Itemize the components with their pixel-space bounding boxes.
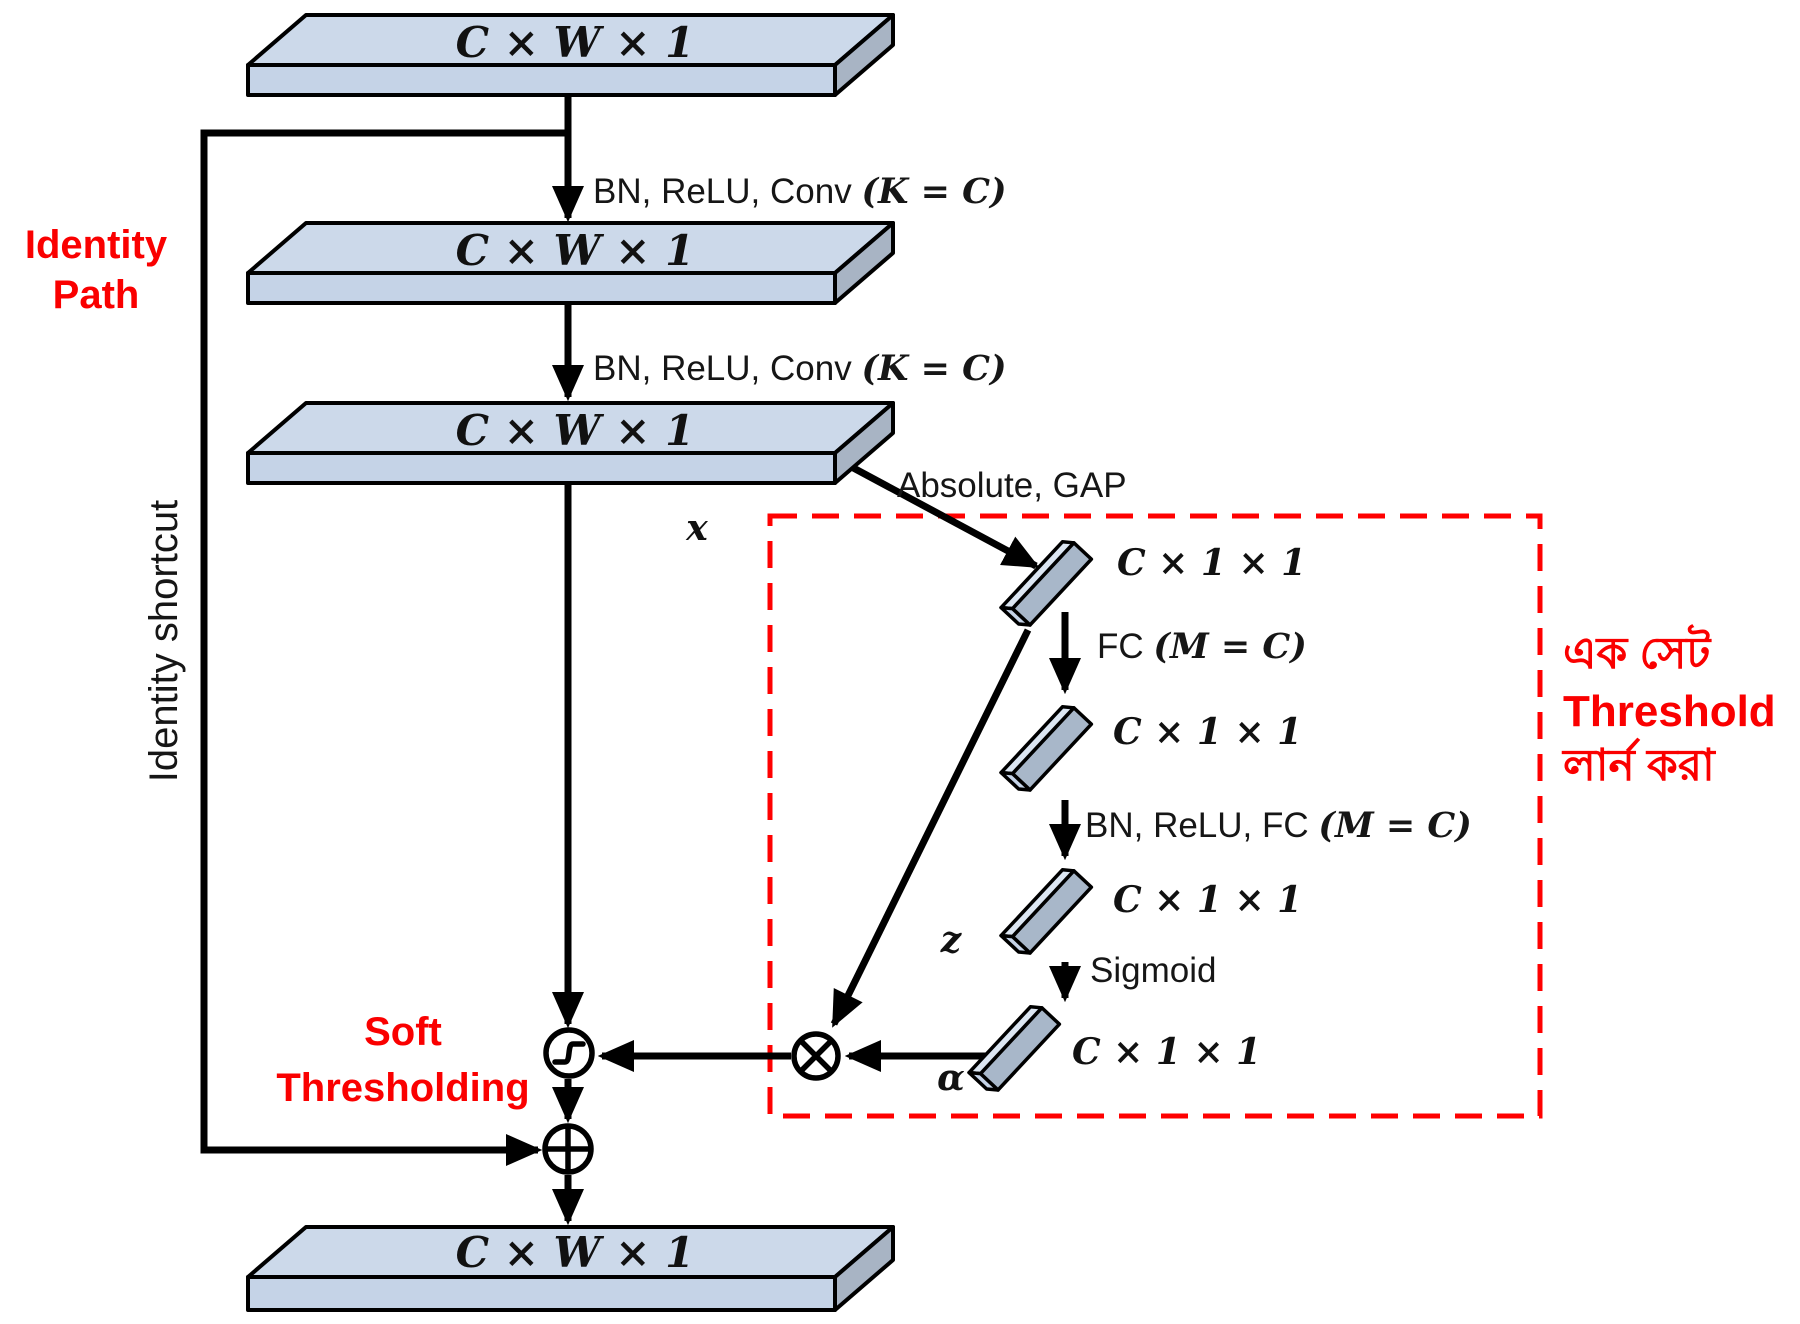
conv2-label-math: (K = C) xyxy=(861,348,1006,389)
arrow-gap-to-multiply xyxy=(830,628,1032,1028)
multiply-node xyxy=(791,1031,841,1081)
hidden-slab-1: C × W × 1 xyxy=(246,221,895,305)
fc1-tensor-bar xyxy=(999,699,1094,797)
threshold-learning-box xyxy=(767,513,1543,1119)
soft-thresholding-label-line1: Soft xyxy=(364,1010,442,1054)
flow-arrows xyxy=(200,93,1082,1226)
absolute-gap-label: Absolute, GAP xyxy=(897,466,1127,505)
z-tensor-label: C × 1 × 1 xyxy=(1113,879,1302,921)
threshold-note-line3: লার্ন করা xyxy=(1561,737,1717,790)
soft-thresholding-label-line2: Thresholding xyxy=(276,1066,529,1110)
fc2-label-text: BN, ReLU, FC xyxy=(1085,806,1318,845)
fc1-label-text: FC xyxy=(1097,627,1153,666)
alpha-tensor-label: C × 1 × 1 xyxy=(1072,1031,1261,1073)
identity-shortcut-label: Identity shortcut xyxy=(142,500,186,782)
add-node xyxy=(542,1123,594,1175)
fc2-label-math: (M = C) xyxy=(1318,805,1471,846)
input-slab: C × W × 1 xyxy=(246,13,895,97)
fc2-label: BN, ReLU, FC (M = C) xyxy=(1085,805,1472,846)
soft-threshold-icon xyxy=(552,1041,586,1065)
conv1-label-text: BN, ReLU, Conv xyxy=(593,172,861,211)
fc1-tensor-label: C × 1 × 1 xyxy=(1113,711,1302,753)
alpha-variable-label: α xyxy=(937,1057,965,1099)
z-tensor-bar xyxy=(999,862,1094,960)
fc1-label: FC (M = C) xyxy=(1097,626,1307,667)
conv2-label: BN, ReLU, Conv (K = C) xyxy=(593,348,1007,389)
threshold-note-line2: Threshold xyxy=(1563,687,1776,736)
conv1-label-math: (K = C) xyxy=(861,171,1006,212)
identity-shortcut-line xyxy=(200,129,568,1167)
x-variable-label: x xyxy=(685,507,708,549)
conv1-label: BN, ReLU, Conv (K = C) xyxy=(593,171,1007,212)
plus-icon xyxy=(545,1126,591,1172)
output-slab: C × W × 1 xyxy=(246,1225,895,1312)
soft-threshold-node xyxy=(543,1027,595,1079)
fc1-label-math: (M = C) xyxy=(1153,626,1306,667)
threshold-note-line1: এক সেট xyxy=(1563,624,1712,678)
identity-path-label-line1: Identity xyxy=(25,223,168,267)
arrow-absolute-gap xyxy=(844,460,1040,570)
sigmoid-label: Sigmoid xyxy=(1090,951,1216,990)
multiply-icon xyxy=(799,1039,833,1073)
hidden-slab-2-label: C × W × 1 xyxy=(456,406,695,455)
output-slab-label: C × W × 1 xyxy=(456,1228,695,1277)
hidden-slab-1-label: C × W × 1 xyxy=(456,226,695,275)
conv2-label-text: BN, ReLU, Conv xyxy=(593,349,861,388)
gap-tensor-label: C × 1 × 1 xyxy=(1117,542,1306,584)
identity-path-label-line2: Path xyxy=(53,273,140,317)
z-variable-label: z xyxy=(940,919,963,961)
hidden-slab-2: C × W × 1 xyxy=(246,401,895,485)
input-slab-label: C × W × 1 xyxy=(456,18,695,67)
alpha-tensor-bar xyxy=(967,999,1062,1097)
